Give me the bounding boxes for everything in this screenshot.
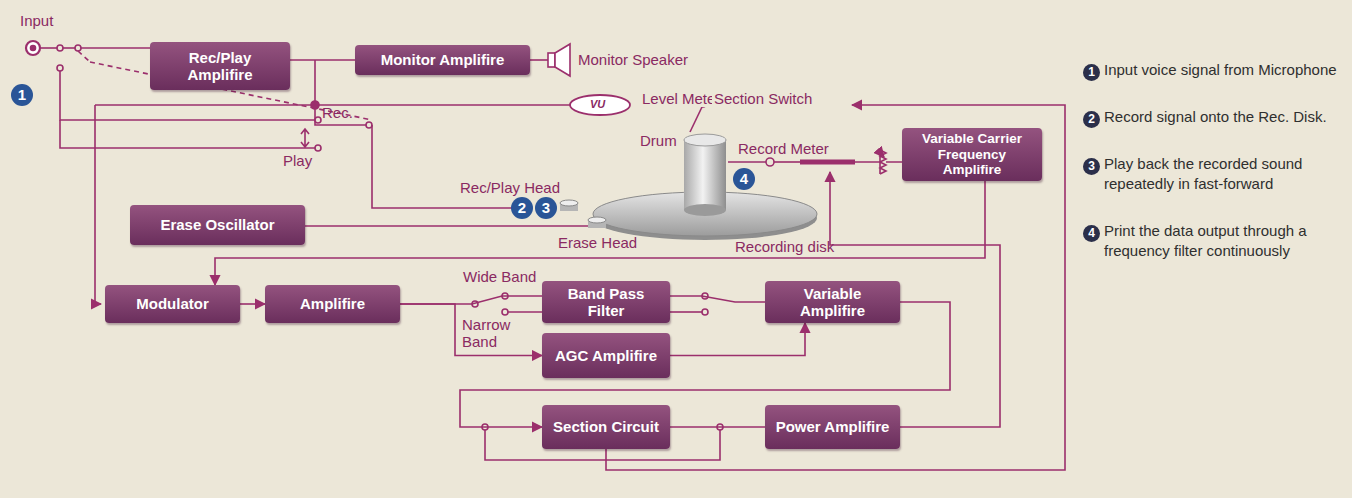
callout-number: 1 (11, 84, 33, 106)
callout-number: 2 (511, 197, 533, 219)
box-text: Amplifire (300, 295, 365, 312)
amplifier-box: Variable Amplifire (765, 281, 900, 323)
head-label: Erase Head (558, 234, 637, 251)
note-text: Play back the recorded sound repeatedly … (1104, 154, 1344, 193)
signal-connector (670, 296, 765, 302)
signal-connector (670, 323, 805, 356)
head-label: Rec/Play Head (460, 179, 560, 196)
callout-number: 4 (733, 168, 755, 190)
callout-number: 3 (535, 197, 557, 219)
amplifier-box: Power Amplifire (765, 405, 900, 449)
note-number: 4 (1083, 225, 1100, 242)
box-text: AGC Amplifire (555, 347, 657, 364)
note-number: 1 (1083, 64, 1100, 81)
signal-connector (400, 304, 542, 356)
box-text: Rec/Play Amplifire (156, 49, 284, 84)
amplifier-box: AGC Amplifire (542, 333, 670, 378)
note-number: 3 (1083, 158, 1100, 175)
box-text: Modulator (136, 295, 209, 312)
signal-connector (215, 181, 985, 285)
meter-label: Record Meter (738, 140, 829, 157)
amplifier-box: Rec/Play Amplifire (150, 42, 290, 90)
box-text: Variable Amplifire (771, 285, 894, 320)
switch-position: Play (283, 152, 312, 169)
note-text: Input voice signal from Microphone (1104, 60, 1344, 80)
oscillator-box: Erase Oscillator (130, 205, 305, 245)
meter-label: Level Meter (640, 90, 722, 107)
switch-position: Rec. (322, 104, 353, 121)
signal-connector (240, 303, 265, 305)
amplifier-box: Variable Carrier Frequency Amplifire (902, 128, 1042, 181)
box-text: Variable Carrier Frequency Amplifire (908, 131, 1036, 178)
disk-label: Recording disk (735, 238, 834, 255)
amplifier-box: Monitor Amplifire (355, 45, 530, 75)
box-text: Section Circuit (553, 418, 659, 435)
drum-label: Drum (640, 132, 677, 149)
meter-symbol-text: VU (590, 98, 605, 110)
input-label: Input (20, 12, 53, 29)
band-label: Wide Band (463, 268, 536, 285)
signal-connector (290, 59, 355, 61)
box-text: Monitor Amplifire (381, 51, 505, 68)
band-label: Narrow Band (462, 316, 524, 351)
modulator-box: Modulator (105, 285, 240, 323)
note-number: 2 (1083, 111, 1100, 128)
note-text: Record signal onto the Rec. Disk. (1104, 107, 1344, 127)
box-text: Power Amplifire (776, 418, 890, 435)
filter-box: Band Pass Filter (542, 281, 670, 323)
circuit-box: Section Circuit (542, 405, 670, 449)
amplifier-box: Amplifire (265, 285, 400, 323)
speaker-label: Monitor Speaker (578, 51, 688, 68)
box-text: Band Pass Filter (548, 285, 664, 320)
signal-connector (400, 296, 542, 304)
note-text: Print the data output through a frequenc… (1104, 221, 1344, 260)
switch-label: Section Switch (712, 90, 814, 107)
box-text: Erase Oscillator (160, 216, 274, 233)
signal-connector (670, 426, 765, 428)
